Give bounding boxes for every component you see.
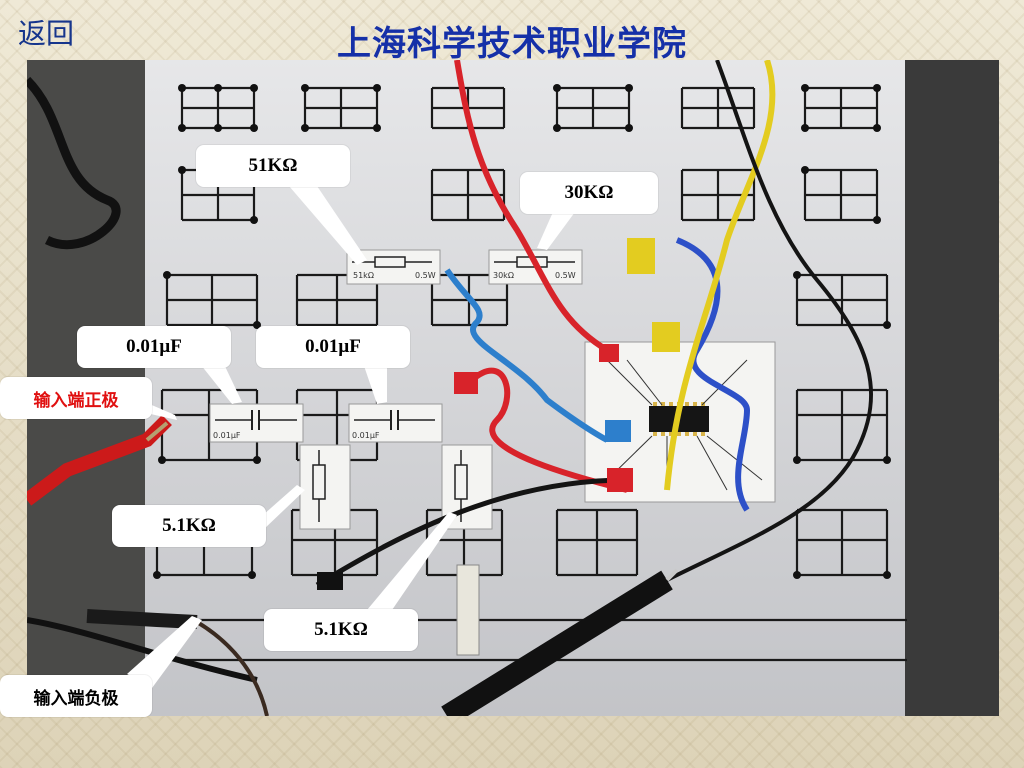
red-connector-3 [607, 468, 633, 492]
label-51k-resistor: 51KΩ [196, 145, 350, 187]
yellow-wire [664, 60, 776, 491]
resistor-5k1-a [299, 444, 351, 530]
label-5k1-resistor-a: 5.1KΩ [112, 505, 266, 547]
oscilloscope-probe [441, 570, 673, 716]
yellow-connector-1 [652, 322, 680, 352]
label-input-positive: 输入端正极 [0, 377, 152, 419]
circuit-board-photo: 51kΩ 0.5W 30kΩ 0.5W 0.01μF [27, 60, 999, 716]
capacitor-2: 0.01μF [348, 403, 443, 443]
label-capacitor-2: 0.01μF [256, 326, 410, 368]
resistor-30k-power: 0.5W [555, 271, 576, 280]
capacitor-2-mark: 0.01μF [352, 431, 380, 440]
red-connector-1 [599, 344, 619, 362]
callout-pointers [127, 186, 575, 688]
resistor-51k-power: 0.5W [415, 271, 436, 280]
resistor-51k-mark: 51kΩ [353, 271, 374, 280]
capacitor-1: 0.01μF [209, 403, 304, 443]
ground-lead [27, 617, 258, 683]
label-5k1-resistor-b: 5.1KΩ [264, 609, 418, 651]
red-connector-2 [454, 372, 478, 394]
red-wire-top [454, 60, 609, 353]
black-cable-left [27, 76, 121, 250]
capacitor-1-mark: 0.01μF [213, 431, 241, 440]
label-input-negative: 输入端负极 [0, 675, 152, 717]
back-button[interactable]: 返回 [18, 17, 75, 50]
potentiometer-slider [456, 564, 480, 656]
blue-connector [605, 420, 631, 442]
label-capacitor-1: 0.01μF [77, 326, 231, 368]
black-alligator-clip [86, 609, 198, 629]
slide-title: 上海科学技术职业学院 [337, 24, 687, 64]
blue-wire [444, 268, 609, 443]
red-wire-bottom [470, 367, 628, 493]
black-probe-wire [666, 60, 874, 582]
breadboard-holes [153, 84, 891, 579]
resistor-30k-mark: 30kΩ [493, 271, 514, 280]
black-connector [317, 572, 343, 590]
yellow-connector-2 [627, 238, 655, 274]
black-jumper [315, 477, 628, 588]
circuit-board-illustration: 51kΩ 0.5W 30kΩ 0.5W 0.01μF [27, 60, 999, 716]
label-30k-resistor: 30KΩ [520, 172, 658, 214]
